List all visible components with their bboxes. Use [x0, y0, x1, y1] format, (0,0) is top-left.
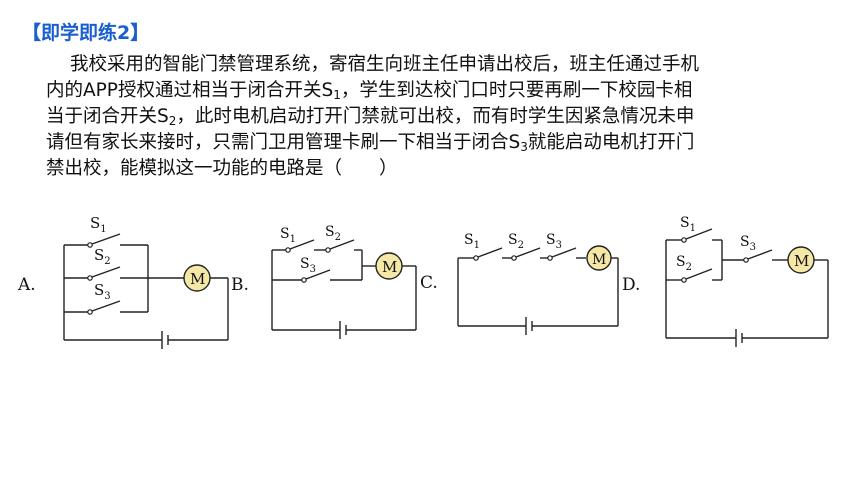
- motor-d-label: M: [794, 252, 809, 270]
- circuit-diagrams: A. S1 S2 S3 M B.: [17, 214, 829, 349]
- switch-s3-label: S3: [300, 256, 316, 275]
- switch-s2-label: S2: [676, 254, 692, 273]
- switch-contact: [87, 275, 93, 281]
- option-a-label: A.: [17, 275, 36, 295]
- switch-s3-label: S3: [94, 281, 111, 302]
- switch-s3-label: S3: [740, 234, 756, 253]
- motor-b-label: M: [382, 258, 397, 276]
- switch-contact: [285, 247, 291, 253]
- motor-c-label: M: [592, 252, 606, 268]
- switch-contact: [87, 242, 93, 248]
- problem-text: 我校采用的智能门禁管理系统，寄宿生向班主任申请出校后，班主任通过手机 内的APP…: [46, 52, 838, 182]
- switch-s2-blade: [91, 266, 121, 278]
- switch-s3-blade: [551, 247, 577, 258]
- switch-s2-label: S2: [508, 232, 524, 251]
- switch-s1-label: S1: [280, 226, 296, 245]
- switch-s1-blade: [289, 239, 315, 250]
- switch-contact: [87, 309, 93, 315]
- switch-s1-label: S1: [680, 215, 696, 234]
- problem-line-5: 禁出校，能模拟这一功能的电路是（ ）: [46, 158, 398, 179]
- option-b-label: B.: [231, 275, 249, 295]
- switch-s3-label: S3: [546, 232, 562, 251]
- switch-contact: [681, 277, 687, 283]
- switch-contact: [547, 255, 553, 261]
- switch-contact: [473, 255, 479, 261]
- problem-line-3: 当于闭合开关S2，此时电机启动打开门禁就可出校，而有时学生因紧急情况未申: [46, 106, 695, 128]
- switch-s2-blade: [329, 239, 355, 250]
- option-d-label: D.: [622, 275, 640, 295]
- switch-s2-blade: [685, 268, 713, 280]
- switch-s1-blade: [91, 233, 121, 245]
- switch-s3-blade: [305, 269, 331, 280]
- motor-a-label: M: [190, 270, 205, 288]
- switch-s1-blade: [477, 247, 503, 258]
- switch-s1-blade: [685, 228, 713, 240]
- switch-contact: [743, 257, 749, 263]
- switch-s1-label: S1: [464, 232, 480, 251]
- problem-line-1: 我校采用的智能门禁管理系统，寄宿生向班主任申请出校后，班主任通过手机: [70, 54, 700, 75]
- circuit-d: S1 S2 S3 M: [665, 215, 829, 347]
- switch-s1-label: S1: [90, 214, 107, 235]
- circuit-a: A. S1 S2 S3 M B.: [17, 214, 249, 349]
- switch-contact: [325, 247, 331, 253]
- option-c-label: C.: [420, 273, 438, 293]
- problem-line-4: 请但有家长来接时，只需门卫用管理卡刷一下相当于闭合S3就能启动电机打开门: [46, 132, 695, 154]
- switch-s3-blade: [91, 300, 121, 312]
- circuit-c: S1 S2 S3 M D.: [457, 232, 640, 335]
- switch-s2-blade: [515, 247, 541, 258]
- switch-contact: [511, 255, 517, 261]
- problem-line-2: 内的APP授权通过相当于闭合开关S1，学生到达校门口时只要再刷一下校园卡相: [46, 80, 693, 102]
- switch-s2-label: S2: [94, 246, 111, 267]
- circuit-b: S1 S2 S3 M C.: [271, 224, 438, 339]
- switch-contact: [301, 277, 307, 283]
- switch-contact: [681, 237, 687, 243]
- exercise-tag: 【即学即练2】: [22, 22, 150, 44]
- switch-s3-blade: [747, 249, 773, 260]
- switch-s2-label: S2: [325, 224, 341, 243]
